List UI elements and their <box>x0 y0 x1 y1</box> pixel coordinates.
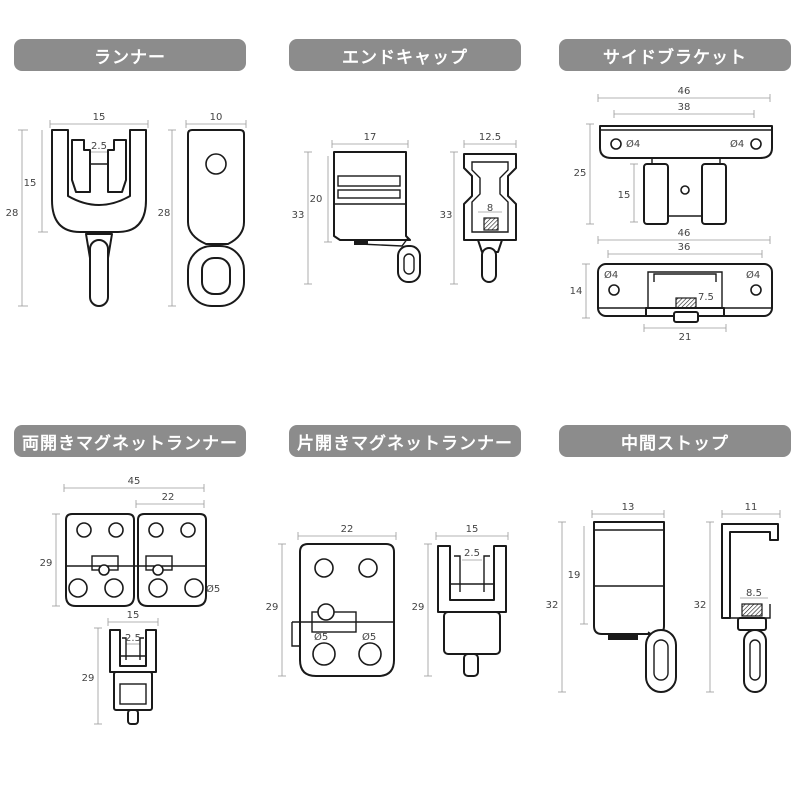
middle-stop-dim-w-inner: 8.5 <box>746 588 762 599</box>
side-bracket-dim-h-b: 14 <box>570 286 583 297</box>
side-bracket-dim-hole-right: Ø4 <box>730 138 744 150</box>
middle-stop-side-view <box>706 510 781 693</box>
runner-side-view <box>168 120 247 307</box>
runner-dim-w-front: 15 <box>93 112 106 123</box>
double-magnet-dim-h-total: 29 <box>40 558 53 569</box>
runner-dim-gap: 2.5 <box>91 141 107 152</box>
runner-dim-h-total: 28 <box>6 208 19 219</box>
middle-stop-front-view <box>558 510 677 693</box>
single-magnet-dim-hole-right: Ø5 <box>362 631 376 643</box>
middle-stop-dim-h-inner: 19 <box>568 570 581 581</box>
side-bracket-front-view <box>586 94 773 225</box>
single-magnet-dim-h-runner: 29 <box>412 602 425 613</box>
side-bracket-dim-hole-left-b: Ø4 <box>604 269 618 281</box>
double-magnet-dim-w-runner: 15 <box>127 610 140 621</box>
double-magnet-dim-w-total: 45 <box>128 476 141 487</box>
end-cap-side-view <box>450 140 517 285</box>
single-magnet-plate-view <box>278 532 397 677</box>
title-side-bracket: サイドブラケット <box>559 39 791 71</box>
double-magnet-runner-view <box>94 618 159 725</box>
side-bracket-dim-hole-left: Ø4 <box>626 138 640 150</box>
middle-stop-dim-h-total: 32 <box>546 600 559 611</box>
side-bracket-dim-w-inner: 38 <box>678 102 691 113</box>
single-magnet-dim-w-runner: 15 <box>466 524 479 535</box>
single-magnet-dim-w-total: 22 <box>341 524 354 535</box>
runner-dim-h-inner: 15 <box>24 178 37 189</box>
double-magnet-dim-hole: Ø5 <box>206 583 220 595</box>
title-runner: ランナー <box>14 39 246 71</box>
side-bracket-dim-h-block: 15 <box>618 190 631 201</box>
side-bracket-dim-w-outer: 46 <box>678 86 691 97</box>
title-single-magnet-runner: 片開きマグネットランナー <box>289 425 521 457</box>
side-bracket-dim-w-inner-b: 36 <box>678 242 691 253</box>
double-magnet-dim-h-runner: 29 <box>82 673 95 684</box>
double-magnet-dim-gap-runner: 2.5 <box>125 633 141 644</box>
end-cap-front-view <box>304 140 421 285</box>
end-cap-dim-h-inner: 20 <box>310 194 323 205</box>
single-magnet-dim-gap-runner: 2.5 <box>464 548 480 559</box>
end-cap-dim-w-front: 17 <box>364 132 377 143</box>
end-cap-dim-w-side: 12.5 <box>479 132 501 143</box>
single-magnet-dim-hole-left: Ø5 <box>314 631 328 643</box>
middle-stop-dim-h-side: 32 <box>694 600 707 611</box>
side-bracket-bottom-view <box>582 236 773 332</box>
end-cap-dim-w-inner: 8 <box>487 203 493 214</box>
side-bracket-dim-hole-right-b: Ø4 <box>746 269 760 281</box>
end-cap-dim-h-side: 33 <box>440 210 453 221</box>
middle-stop-dim-w-front: 13 <box>622 502 635 513</box>
side-bracket-dim-w-outer-b: 46 <box>678 228 691 239</box>
side-bracket-dim-h-total: 25 <box>574 168 587 179</box>
single-magnet-dim-h-total: 29 <box>266 602 279 613</box>
title-middle-stop: 中間ストップ <box>559 425 791 457</box>
middle-stop-dim-w-side: 11 <box>745 502 758 513</box>
side-bracket-dim-h-slot: 7.5 <box>698 292 714 303</box>
title-end-cap: エンドキャップ <box>289 39 521 71</box>
runner-dim-w-side: 10 <box>210 112 223 123</box>
single-magnet-runner-view <box>424 532 509 677</box>
end-cap-dim-h-total: 33 <box>292 210 305 221</box>
double-magnet-dim-w-half: 22 <box>162 492 175 503</box>
title-double-magnet-runner: 両開きマグネットランナー <box>14 425 246 457</box>
side-bracket-dim-w-slot: 21 <box>679 332 692 343</box>
runner-front-view <box>18 120 149 307</box>
runner-dim-h-side: 28 <box>158 208 171 219</box>
double-magnet-plate-view <box>52 484 207 607</box>
